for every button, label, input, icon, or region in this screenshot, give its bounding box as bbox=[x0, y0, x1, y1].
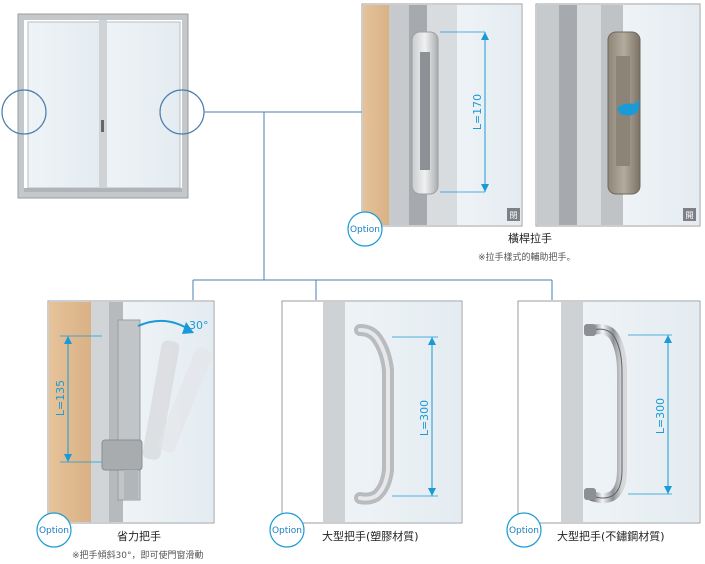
plastic-handle-name: 大型把手(塑膠材質) bbox=[322, 530, 419, 543]
svg-text:Option: Option bbox=[350, 225, 380, 235]
svg-text:Option: Option bbox=[39, 526, 69, 536]
top-handle-open-image bbox=[535, 3, 701, 227]
lever-handle-note: ※把手傾斜30°，即可使門窗滑動 bbox=[72, 551, 204, 561]
top-handle-closed-image bbox=[361, 3, 523, 227]
plastic-handle-dimension: L=300 bbox=[418, 400, 431, 436]
closed-badge-text: 閉 bbox=[510, 211, 518, 220]
connector-lines bbox=[192, 111, 553, 300]
svg-text:Option: Option bbox=[509, 526, 539, 536]
callout-circle-left bbox=[1, 89, 47, 135]
steel-handle-dimension: L=300 bbox=[654, 398, 667, 434]
lever-handle-name: 省力把手 bbox=[117, 530, 161, 543]
lever-handle-dimension: L=135 bbox=[54, 380, 67, 416]
option-badge-lever: Option bbox=[36, 512, 72, 548]
window-overview bbox=[17, 13, 189, 199]
steel-handle-image bbox=[517, 300, 701, 524]
lever-angle-label: 30° bbox=[189, 319, 209, 332]
steel-handle-name: 大型把手(不鏽鋼材質) bbox=[557, 530, 665, 543]
option-badge-top: Option bbox=[347, 211, 383, 247]
closed-badge bbox=[507, 208, 520, 221]
open-badge-text: 開 bbox=[686, 211, 694, 220]
top-handle-note: ※拉手樣式的輔助把手。 bbox=[478, 253, 576, 263]
option-badge-plastic: Option bbox=[269, 512, 305, 548]
top-handle-name: 橫桿拉手 bbox=[508, 232, 552, 245]
option-badge-steel: Option bbox=[506, 512, 542, 548]
lever-handle-image bbox=[47, 300, 215, 524]
plastic-handle-image bbox=[281, 300, 463, 524]
svg-text:Option: Option bbox=[272, 526, 302, 536]
top-handle-dimension: L=170 bbox=[471, 94, 484, 130]
open-badge bbox=[683, 208, 696, 221]
